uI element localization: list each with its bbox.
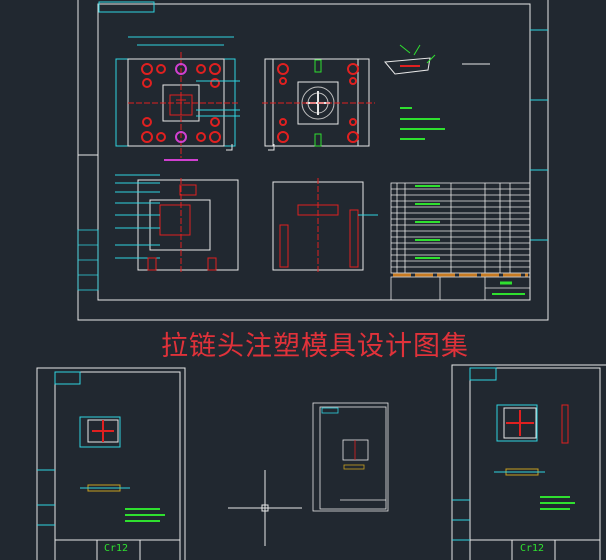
technical-notes bbox=[400, 107, 445, 140]
assembly-sheet bbox=[77, 0, 549, 321]
plan-view-fixed bbox=[262, 58, 375, 151]
section-view-left bbox=[115, 174, 239, 272]
material-label-left: Cr12 bbox=[104, 543, 129, 554]
drawing-number-box bbox=[98, 1, 155, 13]
inner-frame bbox=[97, 3, 531, 301]
crosshair-cursor bbox=[228, 470, 302, 546]
drawing-set-title: 拉链头注塑模具设计图集 bbox=[161, 331, 469, 362]
section-view-right bbox=[272, 178, 378, 272]
plan-view-moving bbox=[115, 36, 240, 161]
part-sheet-left bbox=[36, 367, 186, 560]
parts-list-text bbox=[415, 185, 525, 295]
part-sheet-small bbox=[312, 402, 389, 512]
outer-frame bbox=[77, 0, 549, 321]
revision-strip bbox=[77, 229, 99, 291]
part-sketch bbox=[384, 44, 490, 75]
material-label-right: Cr12 bbox=[520, 543, 545, 554]
parts-list-table bbox=[390, 182, 531, 301]
part-sheet-right bbox=[451, 364, 606, 560]
